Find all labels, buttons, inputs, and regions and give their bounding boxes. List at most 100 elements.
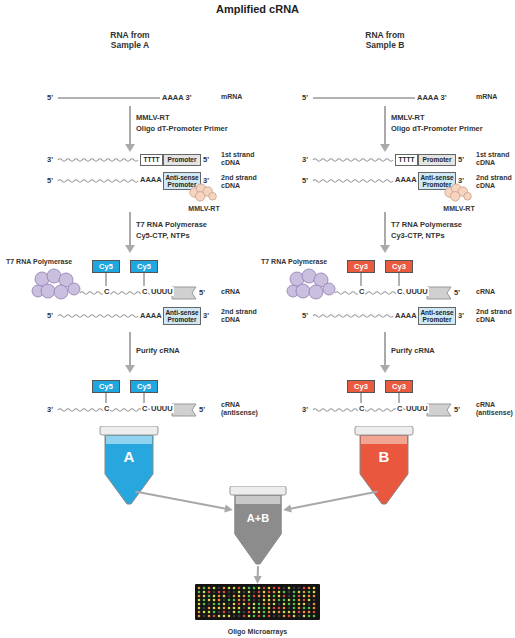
strand-label: mRNA [221, 93, 259, 101]
annotation-label: MMLV-RT [136, 113, 170, 122]
array-spot [288, 611, 291, 614]
array-spot [233, 607, 236, 610]
annotation-label: T7 RNA Polymerase [136, 220, 207, 229]
array-spot [278, 615, 281, 618]
sample-tube-node: A+B [228, 486, 288, 566]
array-spot [298, 587, 301, 590]
dye-link [106, 273, 107, 286]
array-spot [268, 599, 271, 602]
array-spot [263, 603, 266, 606]
array-spot [283, 595, 286, 598]
annotation-label: Purify cRNA [391, 346, 435, 355]
array-spot [303, 611, 306, 614]
array-spot [228, 615, 231, 618]
array-spot [228, 599, 231, 602]
array-spot [308, 607, 311, 610]
array-spot [213, 603, 216, 606]
array-spot [203, 607, 206, 610]
mrna-strand [58, 97, 160, 98]
array-spot [248, 591, 251, 594]
array-spot [238, 591, 241, 594]
annotation-label: 5' [302, 311, 308, 320]
arrow-head [125, 365, 135, 373]
polymerase-subunit [68, 283, 80, 295]
annotation-label: 5' [203, 155, 209, 164]
annotation-label: 5' [47, 93, 53, 102]
annotation-label: Purify cRNA [136, 346, 180, 355]
array-spot [208, 587, 211, 590]
arrow-head [224, 505, 233, 513]
node-text: Cy3 [354, 262, 368, 271]
array-spot [308, 587, 311, 590]
array-spot [288, 587, 291, 590]
enzyme-blob [441, 183, 477, 202]
array-spot [218, 607, 221, 610]
annotation-label: Cy5-CTP, NTPs [136, 231, 190, 240]
array-spot [278, 587, 281, 590]
array-spot [303, 603, 306, 606]
array-spot [208, 591, 211, 594]
array-spot [298, 615, 301, 618]
array-spot [243, 591, 246, 594]
node-text: Cy3 [392, 262, 406, 271]
array-spot [228, 603, 231, 606]
array-spot [313, 595, 316, 598]
array-spot [213, 587, 216, 590]
flow-arrow [254, 566, 262, 584]
array-spot [223, 599, 226, 602]
array-spot [278, 591, 281, 594]
polymerase-blob [6, 267, 86, 303]
array-spot [213, 607, 216, 610]
enzyme-subunit [195, 192, 205, 202]
array-spot [278, 603, 281, 606]
array-spot [313, 611, 316, 614]
sample-tube-node: B [353, 426, 415, 506]
polymerase-node: T7 RNA Polymerase [261, 258, 341, 303]
arrow-shaft [135, 492, 226, 509]
array-spot [308, 591, 311, 594]
array-spot [258, 603, 261, 606]
node-text: B [353, 448, 415, 465]
annotation-label: 3' [458, 311, 464, 320]
array-spot [283, 611, 286, 614]
array-spot [248, 595, 251, 598]
node-text: Anti-sense Promoter [419, 174, 455, 189]
annotation-label: 3' [203, 176, 209, 185]
array-spot [218, 599, 221, 602]
microarray-slide [195, 584, 320, 620]
array-spot [298, 595, 301, 598]
array-spot [233, 615, 236, 618]
array-spot [198, 595, 201, 598]
array-spot [268, 603, 271, 606]
polymerase-subunit [309, 285, 323, 299]
array-spot [278, 607, 281, 610]
array-spot [273, 591, 276, 594]
array-spot [233, 595, 236, 598]
sample-heading: RNA from Sample B [360, 30, 410, 50]
slide-background [195, 584, 320, 620]
array-spot [238, 607, 241, 610]
array-spot [208, 611, 211, 614]
diagram-title: Amplified cRNA [0, 3, 515, 15]
node-text: Oligo Microarrays [195, 627, 320, 636]
annotation-label: 3' [47, 405, 53, 414]
array-spot [253, 587, 256, 590]
polymerase-subunit [323, 283, 335, 295]
array-spot [263, 595, 266, 598]
base-label: C [141, 404, 148, 413]
array-spot [228, 591, 231, 594]
annotation-label: AAAA [395, 311, 417, 320]
sample-tube [353, 426, 415, 506]
node-text: A [98, 448, 160, 465]
node-text: MMLV-RT [441, 205, 477, 213]
array-spot [273, 595, 276, 598]
array-spot [198, 611, 201, 614]
array-spot [283, 607, 286, 610]
array-spot [233, 603, 236, 606]
step-arrow [129, 212, 131, 246]
array-spot [248, 599, 251, 602]
array-spot [218, 591, 221, 594]
array-spot [208, 607, 211, 610]
node-text: Cy5 [99, 382, 113, 391]
sample-column [58, 98, 196, 416]
